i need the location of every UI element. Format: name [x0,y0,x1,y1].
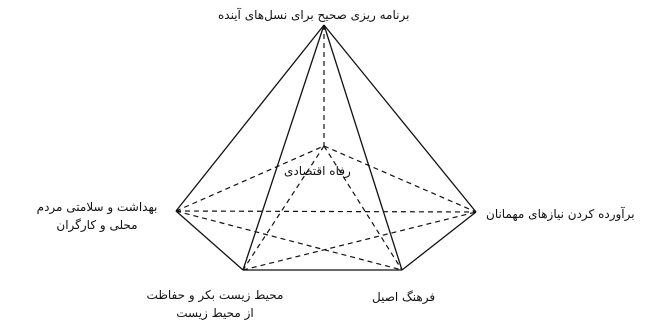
bottom-left-label-line2: از محیط زیست [176,306,254,320]
bottom-left-label-line1: محیط زیست بکر و حفاظت [146,288,284,302]
dashed-left-right [175,210,477,213]
dashed-center-bottom-right [323,145,403,271]
edge-apex-right [323,24,477,213]
right-label: برآورده کردن نیازهای مهمانان [486,207,635,221]
left-label: بهداشت و سلامتی مردم محلی و کارگران [20,198,174,234]
center-label: رفاه اقتصادی [284,164,351,178]
dashed-bottom-left-right [242,211,477,271]
left-label-line1: بهداشت و سلامتی مردم [36,200,158,214]
edge-bottom-right-right [401,211,477,271]
bottom-left-label: محیط زیست بکر و حفاظت از محیط زیست [130,286,300,322]
edge-apex-left [175,24,325,212]
left-label-line2: محلی و کارگران [56,218,138,232]
apex-label: برنامه ریزی صحیح برای نسل‌های آینده [218,8,410,22]
edge-apex-bottom-left [242,24,325,271]
dashed-center-bottom-left [242,145,325,271]
dashed-center-right [323,145,477,213]
edge-left-bottom-left [175,210,244,271]
dashed-left-bottom-right [175,210,403,271]
bottom-right-label: فرهنگ اصیل [372,290,436,304]
edge-apex-bottom-right [323,24,403,271]
